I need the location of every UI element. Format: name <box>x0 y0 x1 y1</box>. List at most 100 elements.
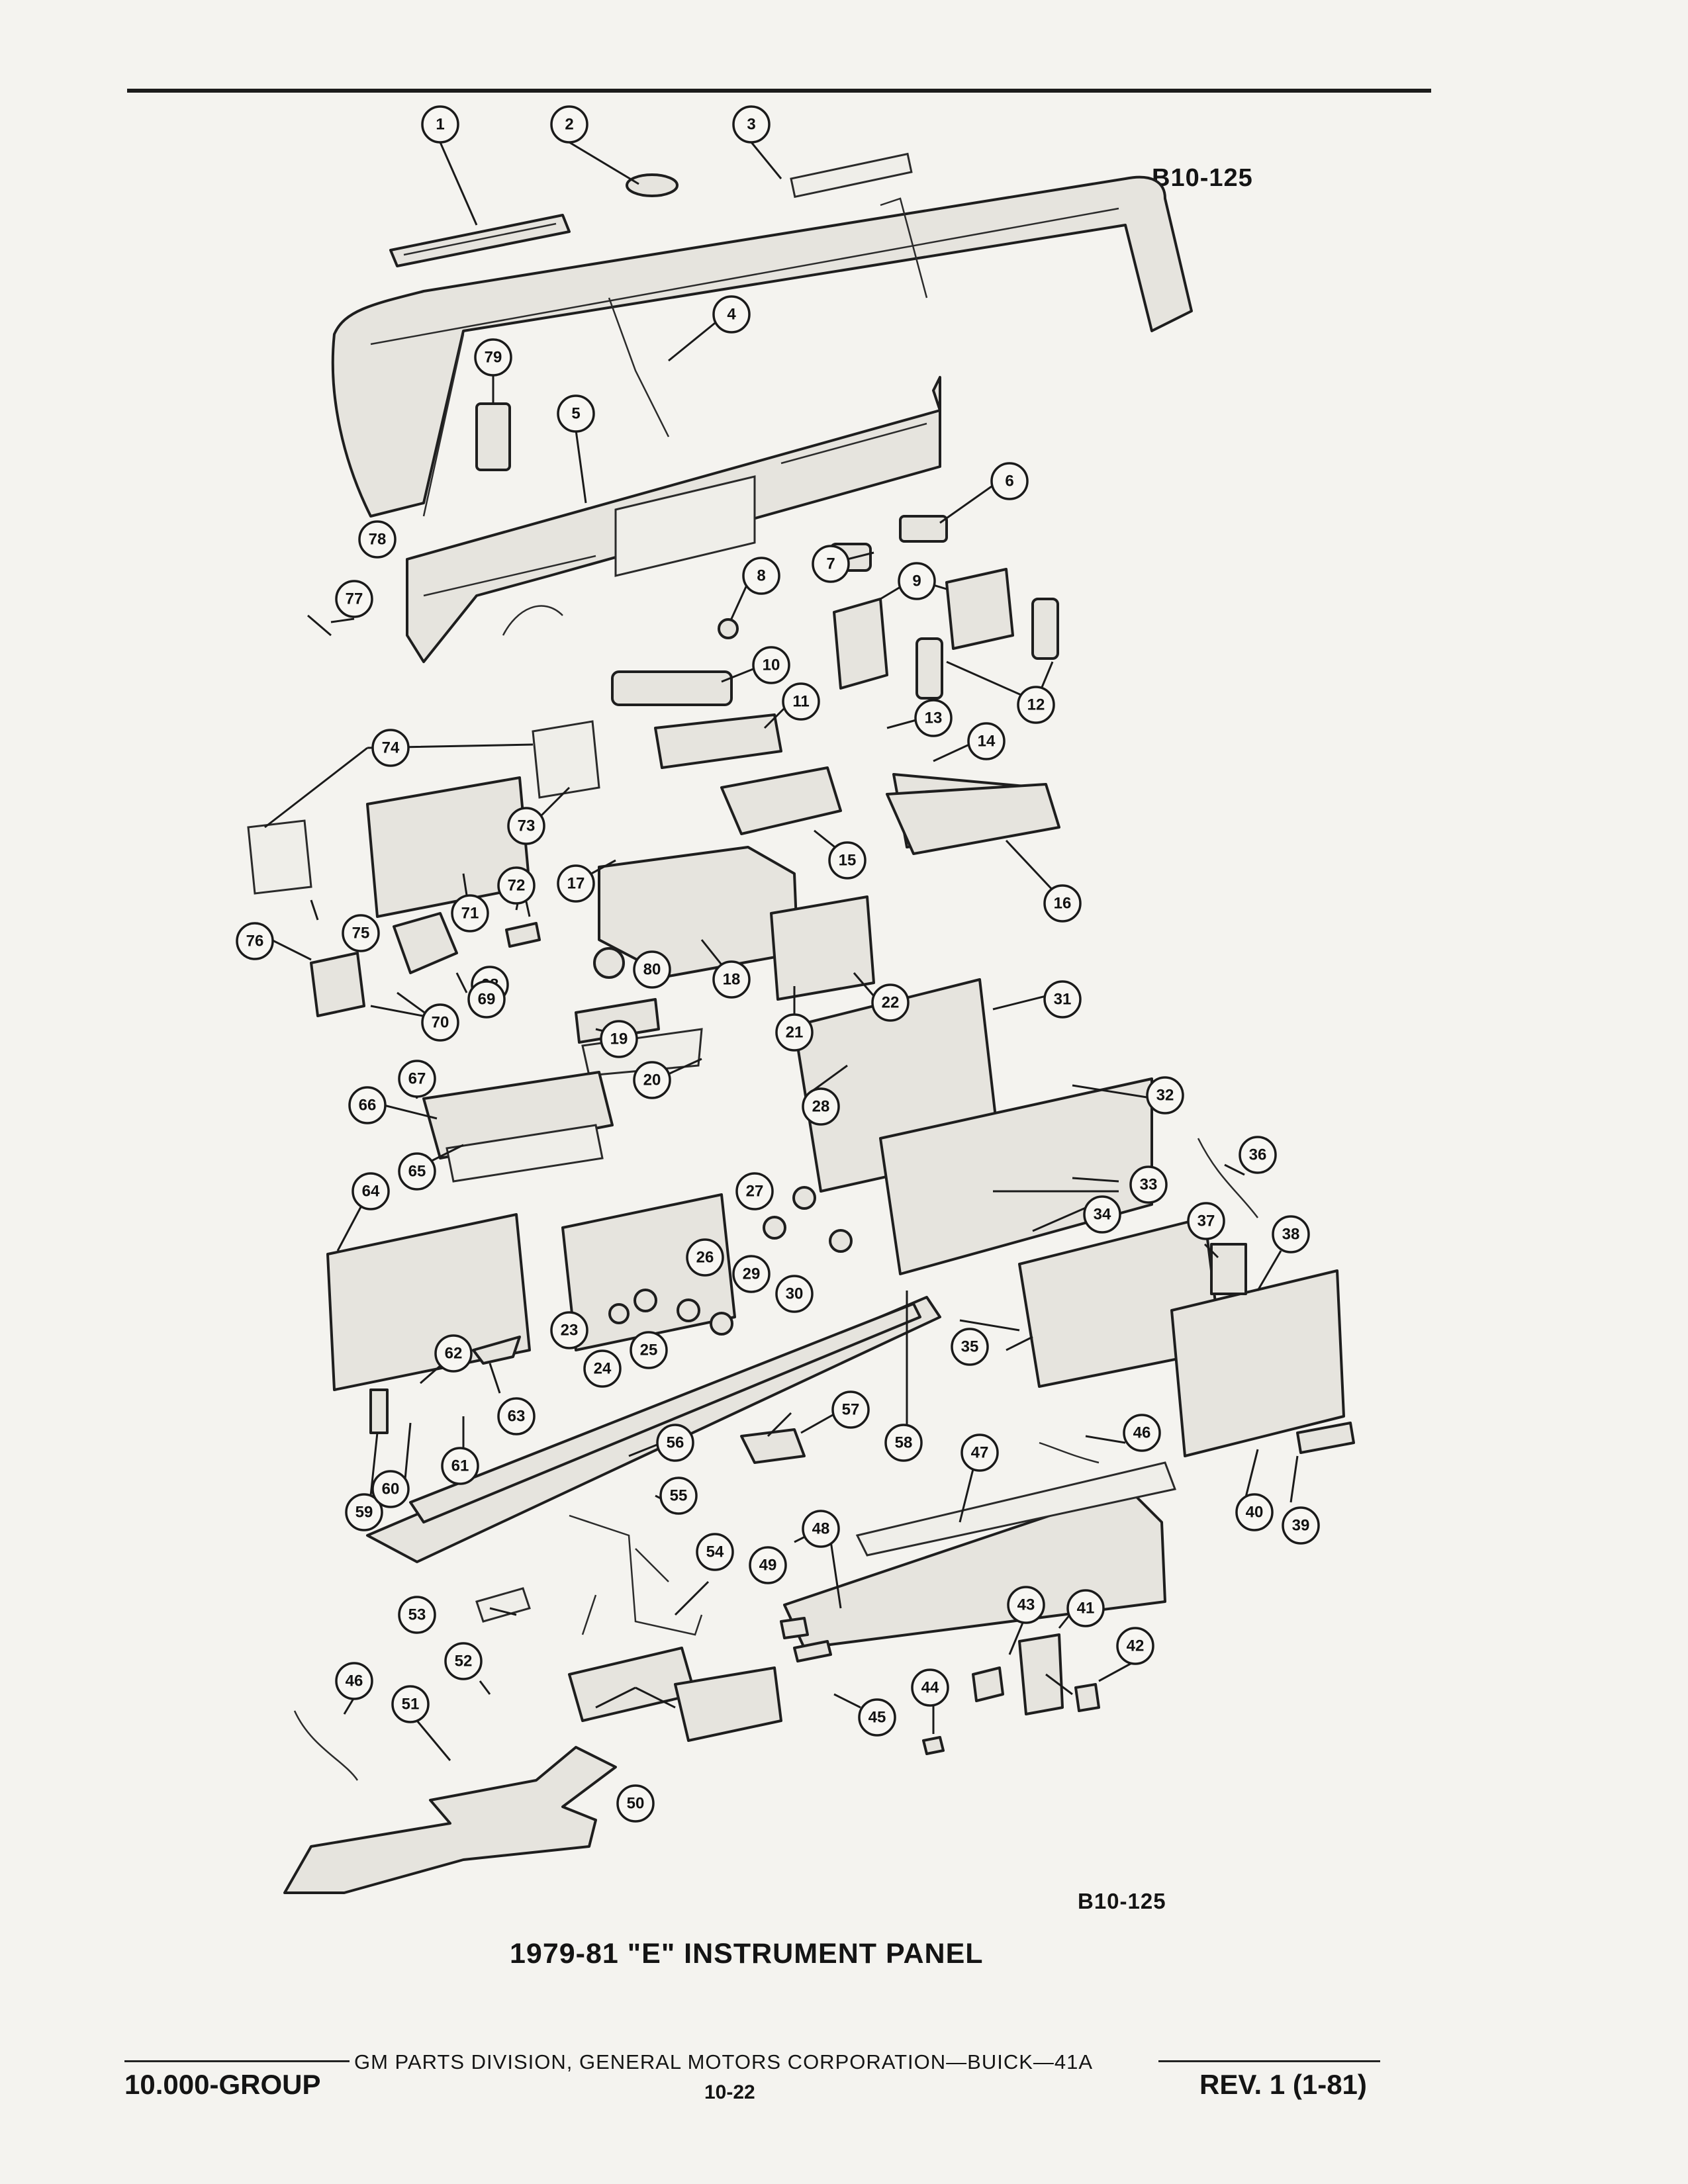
svg-text:20: 20 <box>643 1071 661 1089</box>
callout-7: 7 <box>812 545 850 583</box>
callout-62: 62 <box>434 1334 473 1373</box>
svg-text:28: 28 <box>812 1098 830 1116</box>
callout-42: 42 <box>1116 1627 1154 1665</box>
callout-9: 9 <box>898 562 936 600</box>
svg-text:10: 10 <box>763 657 780 674</box>
svg-text:33: 33 <box>1140 1176 1158 1194</box>
svg-text:47: 47 <box>971 1444 989 1462</box>
callout-31: 31 <box>1043 980 1082 1019</box>
callout-64: 64 <box>352 1172 390 1210</box>
svg-text:3: 3 <box>747 116 755 134</box>
callout-44: 44 <box>911 1668 949 1707</box>
svg-text:35: 35 <box>961 1338 979 1356</box>
callout-16: 16 <box>1043 884 1082 923</box>
svg-text:46: 46 <box>1133 1424 1151 1442</box>
callout-43: 43 <box>1007 1586 1045 1624</box>
callout-52: 52 <box>444 1642 483 1680</box>
callout-28: 28 <box>802 1087 840 1126</box>
callout-33: 33 <box>1129 1165 1168 1204</box>
wiring-harness <box>293 1138 1258 1781</box>
callout-57: 57 <box>831 1390 870 1429</box>
callout-55: 55 <box>659 1477 698 1515</box>
svg-text:38: 38 <box>1282 1226 1300 1244</box>
knee-bolster <box>783 1461 1177 1649</box>
svg-text:67: 67 <box>408 1070 426 1088</box>
callout-1: 1 <box>421 105 459 144</box>
lamp-switch-housings <box>833 568 1059 700</box>
svg-text:61: 61 <box>451 1457 469 1475</box>
callout-14: 14 <box>967 722 1006 760</box>
svg-text:21: 21 <box>786 1024 804 1042</box>
callout-60: 60 <box>371 1470 410 1508</box>
svg-text:5: 5 <box>571 405 580 423</box>
vent-part-79 <box>475 402 511 471</box>
callout-61: 61 <box>441 1447 479 1485</box>
header-rule <box>127 89 1431 93</box>
svg-text:48: 48 <box>812 1520 830 1538</box>
svg-text:59: 59 <box>355 1504 373 1522</box>
svg-text:49: 49 <box>759 1557 777 1574</box>
svg-text:52: 52 <box>455 1653 473 1670</box>
callout-26: 26 <box>686 1238 724 1277</box>
svg-text:45: 45 <box>868 1709 886 1727</box>
svg-text:8: 8 <box>757 567 765 585</box>
callout-37: 37 <box>1187 1202 1225 1240</box>
svg-text:1: 1 <box>436 116 444 134</box>
svg-text:40: 40 <box>1246 1504 1264 1522</box>
svg-text:74: 74 <box>382 739 400 757</box>
svg-text:13: 13 <box>925 709 943 727</box>
svg-text:30: 30 <box>786 1285 804 1303</box>
callout-67: 67 <box>398 1060 436 1098</box>
svg-text:73: 73 <box>518 817 536 835</box>
callout-63: 63 <box>497 1397 536 1435</box>
diagram-reference-code: B10-125 <box>1152 164 1253 192</box>
defroster-grille <box>389 214 571 267</box>
svg-text:41: 41 <box>1077 1600 1095 1617</box>
cluster-trim-frames <box>326 978 1001 1391</box>
svg-text:19: 19 <box>610 1030 628 1048</box>
callout-18: 18 <box>712 960 751 999</box>
callout-59: 59 <box>345 1493 383 1531</box>
svg-text:27: 27 <box>746 1183 764 1201</box>
svg-text:56: 56 <box>667 1434 684 1452</box>
footer-page-number: 10-22 <box>704 2081 755 2103</box>
svg-text:55: 55 <box>670 1487 688 1505</box>
svg-text:77: 77 <box>346 590 363 608</box>
instrument-cluster <box>247 720 600 918</box>
svg-text:7: 7 <box>826 555 835 573</box>
svg-text:69: 69 <box>478 991 496 1009</box>
svg-text:11: 11 <box>792 693 809 711</box>
callout-19: 19 <box>600 1020 638 1058</box>
callout-21: 21 <box>775 1013 814 1052</box>
callout-71: 71 <box>451 894 489 933</box>
svg-text:2: 2 <box>565 116 573 134</box>
svg-text:14: 14 <box>978 733 996 751</box>
callout-74: 74 <box>371 729 410 767</box>
svg-text:16: 16 <box>1054 895 1072 913</box>
svg-text:79: 79 <box>485 349 502 367</box>
svg-text:22: 22 <box>882 994 900 1012</box>
svg-text:46: 46 <box>346 1672 363 1690</box>
svg-text:65: 65 <box>408 1163 426 1181</box>
callout-23: 23 <box>550 1311 588 1349</box>
svg-text:54: 54 <box>706 1543 724 1561</box>
callout-27: 27 <box>735 1172 774 1210</box>
callout-58: 58 <box>884 1424 923 1462</box>
footer-publisher: GM PARTS DIVISION, GENERAL MOTORS CORPOR… <box>354 2050 1094 2073</box>
svg-text:66: 66 <box>359 1097 377 1115</box>
svg-text:57: 57 <box>842 1401 860 1419</box>
callout-3: 3 <box>732 105 771 144</box>
footer-group: 10.000-GROUP <box>124 2069 321 2100</box>
radio-receiver <box>598 846 875 1001</box>
svg-text:51: 51 <box>402 1696 420 1713</box>
callout-6: 6 <box>990 462 1029 500</box>
svg-text:75: 75 <box>352 925 370 942</box>
callout-35: 35 <box>951 1328 989 1366</box>
callout-11: 11 <box>782 682 820 721</box>
callout-54: 54 <box>696 1533 734 1571</box>
speaker-unit <box>886 783 1060 855</box>
svg-text:18: 18 <box>723 971 741 989</box>
callout-41: 41 <box>1066 1589 1105 1627</box>
knobs <box>608 1186 853 1336</box>
